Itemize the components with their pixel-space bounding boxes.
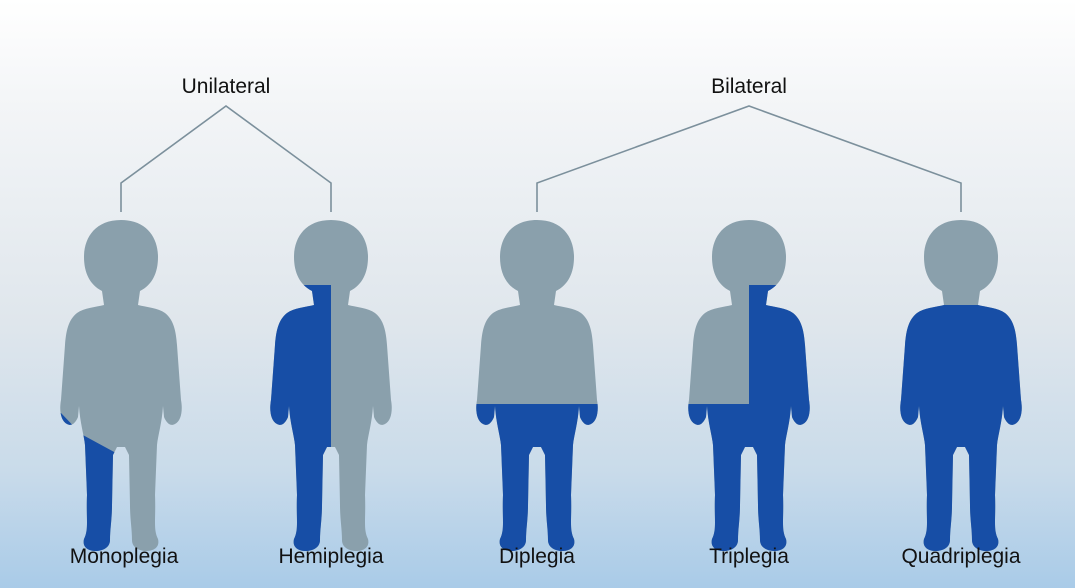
child-figure-triplegia — [688, 220, 810, 551]
group-label-unilateral: Unilateral — [181, 75, 271, 98]
child-figure-diplegia — [476, 220, 598, 551]
bilateral-bracket — [536, 105, 962, 212]
unilateral-bracket — [120, 105, 332, 212]
figure-label-triplegia: Triplegia — [709, 545, 789, 568]
figure-label-quadriplegia: Quadriplegia — [901, 545, 1021, 568]
figure-label-diplegia: Diplegia — [499, 545, 575, 568]
figure-label-hemiplegia: Hemiplegia — [278, 545, 384, 568]
child-figure-quadriplegia — [900, 220, 1022, 551]
figure-label-monoplegia: Monoplegia — [69, 545, 179, 568]
group-label-bilateral: Bilateral — [711, 75, 787, 98]
child-figure-hemiplegia — [270, 220, 392, 551]
child-figure-monoplegia — [60, 220, 182, 551]
